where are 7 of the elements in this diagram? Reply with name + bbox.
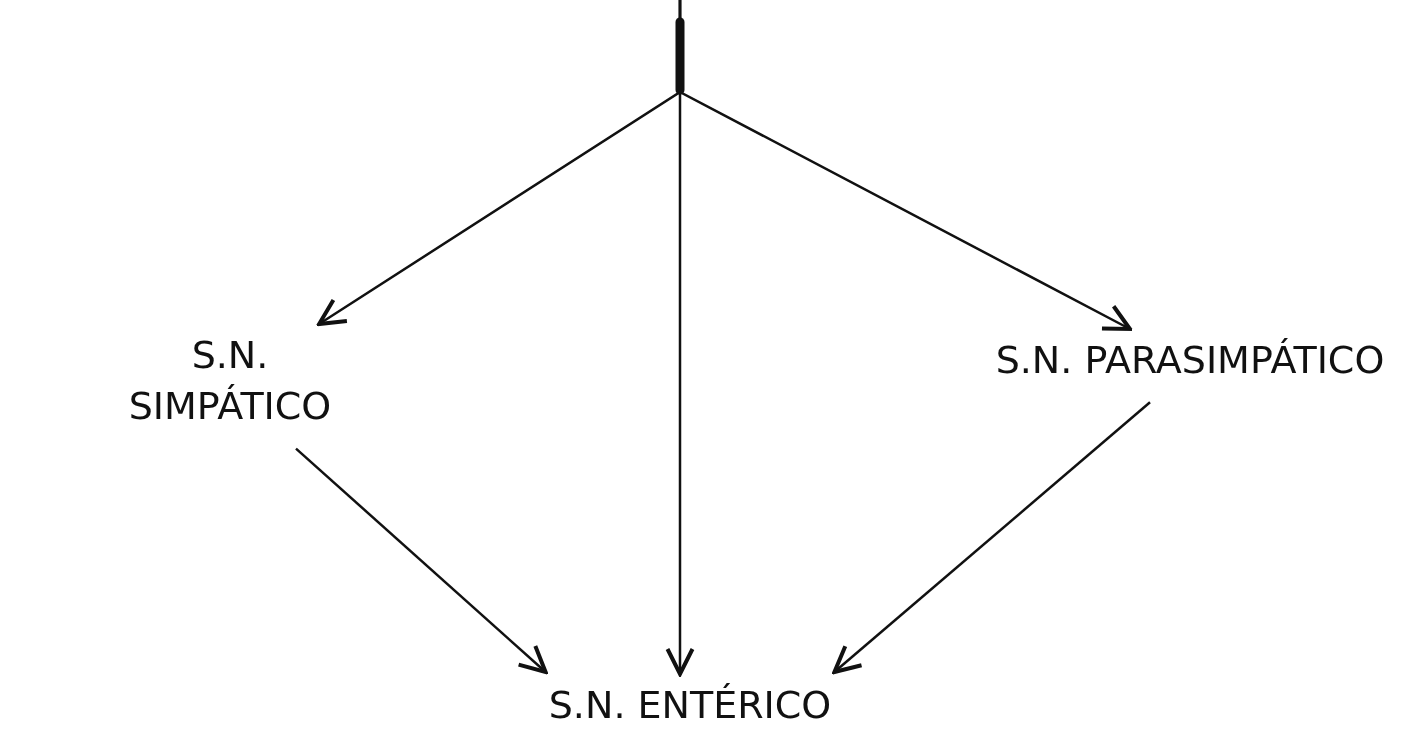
node-label: S.N. ENTÉRICO <box>500 680 880 732</box>
arrow <box>295 447 548 674</box>
arrow <box>678 0 1132 331</box>
arrow <box>832 401 1151 674</box>
node-label: S.N. SIMPÁTICO <box>120 330 340 433</box>
trunk-line <box>675 17 685 95</box>
node-label: S.N. PARASIMPÁTICO <box>990 335 1390 387</box>
